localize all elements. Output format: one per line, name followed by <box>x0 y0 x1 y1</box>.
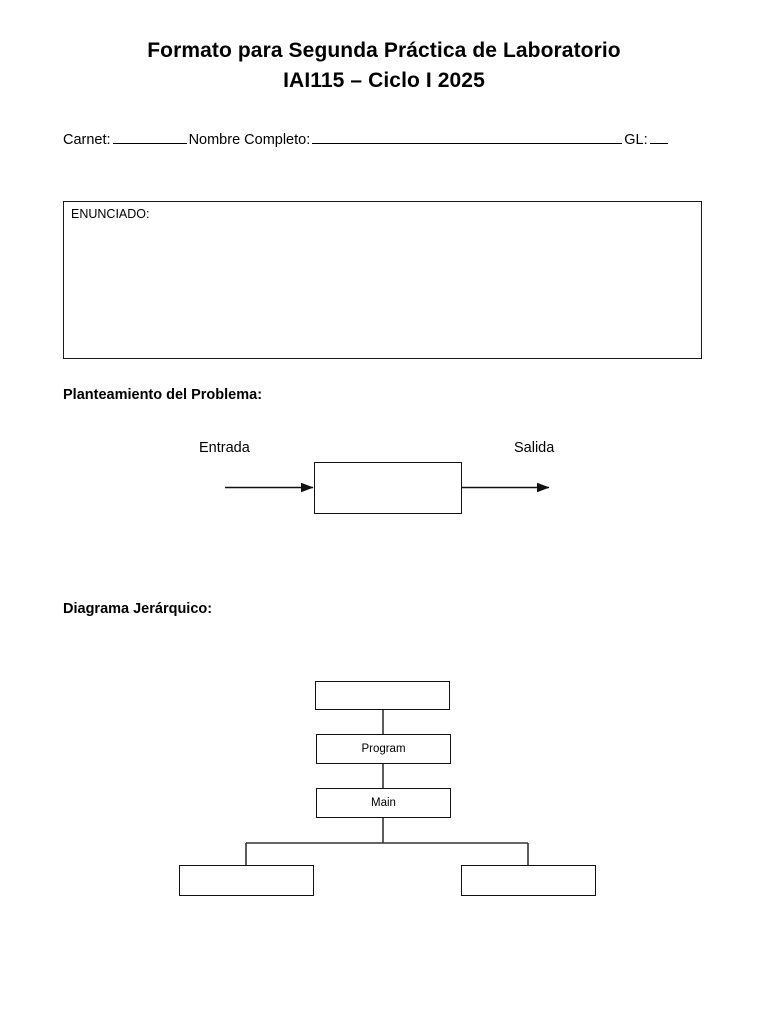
gl-input[interactable] <box>649 131 668 144</box>
heading-diagrama-jerarquico: Diagrama Jerárquico: <box>63 601 213 617</box>
hierarchy-node-program[interactable]: Program <box>316 734 451 764</box>
page-title: Formato para Segunda Práctica de Laborat… <box>64 36 704 96</box>
enunciado-label: ENUNCIADO: <box>71 207 150 221</box>
nombre-label: Nombre Completo: <box>188 132 311 148</box>
carnet-input[interactable] <box>112 131 187 144</box>
ipo-arrows <box>225 482 550 493</box>
gl-label: GL: <box>624 132 648 148</box>
hierarchy-connectors <box>245 710 529 865</box>
hierarchy-node-root[interactable] <box>315 681 450 710</box>
enunciado-box[interactable]: ENUNCIADO: <box>63 201 702 359</box>
identification-line: Carnet: Nombre Completo: GL: <box>63 130 708 150</box>
hierarchy-node-child-left[interactable] <box>179 865 314 896</box>
page-title-line-2: IAI115 – Ciclo I 2025 <box>283 69 485 92</box>
hierarchy-node-main[interactable]: Main <box>316 788 451 818</box>
page-title-line-1: Formato para Segunda Práctica de Laborat… <box>147 39 621 62</box>
hierarchy-diagram: Program Main <box>170 670 610 910</box>
ipo-process-box[interactable] <box>314 462 462 514</box>
ipo-input-label: Entrada <box>199 440 250 456</box>
ipo-diagram: Entrada Salida <box>180 430 580 535</box>
heading-planteamiento-del-problema: Planteamiento del Problema: <box>63 387 263 403</box>
ipo-output-label: Salida <box>514 440 555 456</box>
nombre-completo-input[interactable] <box>312 131 623 144</box>
hierarchy-node-child-right[interactable] <box>461 865 596 896</box>
carnet-label: Carnet: <box>63 132 111 148</box>
